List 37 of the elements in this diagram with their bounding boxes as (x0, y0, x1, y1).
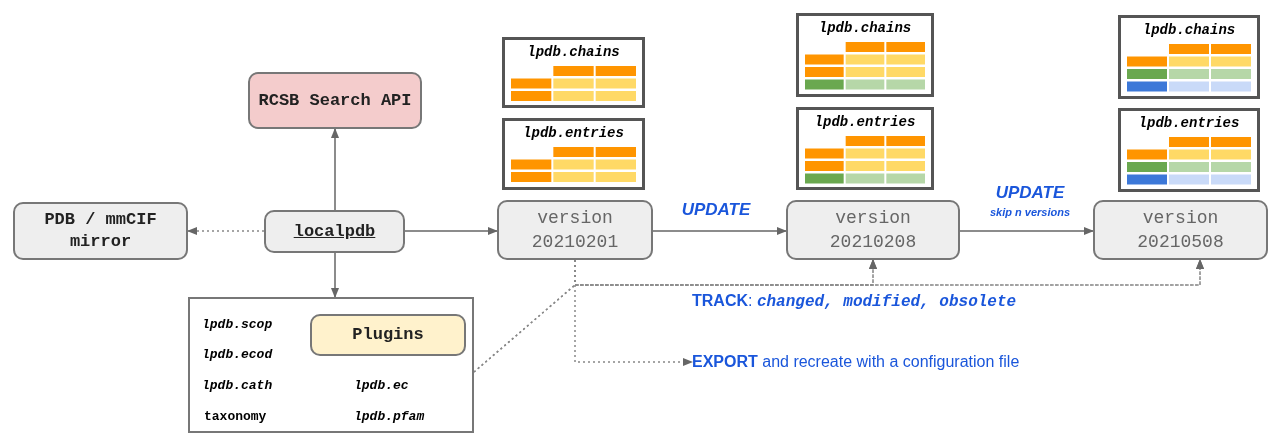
version-box: version 20210208 (786, 200, 960, 260)
table-card (1118, 15, 1260, 99)
export-note: EXPORT and recreate with a configuration file (692, 350, 1092, 374)
version-box: version 20210201 (497, 200, 653, 260)
table-name: lpdb.chains (526, 44, 621, 60)
plugin-box: Plugins (310, 314, 466, 356)
plugin-name: lpdb.cath (202, 378, 274, 393)
table-card (1118, 108, 1260, 192)
arrow (330, 127, 340, 211)
process-box: localpdb (264, 210, 405, 253)
version-box: version 20210508 (1093, 200, 1268, 260)
plugin-name: lpdb.pfam (354, 409, 426, 424)
arrow (330, 252, 340, 299)
process-box: PDB / mmCIF mirror (13, 202, 188, 260)
table-card (796, 13, 934, 97)
plugin-name: lpdb.ecod (202, 347, 274, 362)
table-card (502, 118, 645, 190)
plugin-panel (188, 297, 474, 433)
table-name: lpdb.chains (1141, 22, 1237, 38)
table-name: lpdb.entries (522, 125, 625, 141)
dotted-arrow (574, 259, 694, 367)
process-box: RCSB Search API (248, 72, 422, 129)
arrow (652, 226, 788, 236)
dotted-arrow (186, 226, 265, 236)
arrow (404, 226, 499, 236)
table-card (502, 37, 645, 108)
plugin-name: taxonomy (204, 409, 268, 424)
table-card (796, 107, 934, 190)
table-name: lpdb.entries (813, 114, 917, 130)
table-name: lpdb.chains (817, 20, 913, 36)
table-name: lpdb.entries (1137, 115, 1241, 131)
plugin-name: lpdb.scop (202, 317, 274, 332)
plugin-name: lpdb.ec (354, 378, 410, 393)
dotted-arrow (574, 258, 1205, 286)
edge-note: skip n versions (988, 206, 1072, 218)
track-note: TRACK: changed, modified, obsolete (692, 292, 1018, 311)
arrow (959, 226, 1095, 236)
